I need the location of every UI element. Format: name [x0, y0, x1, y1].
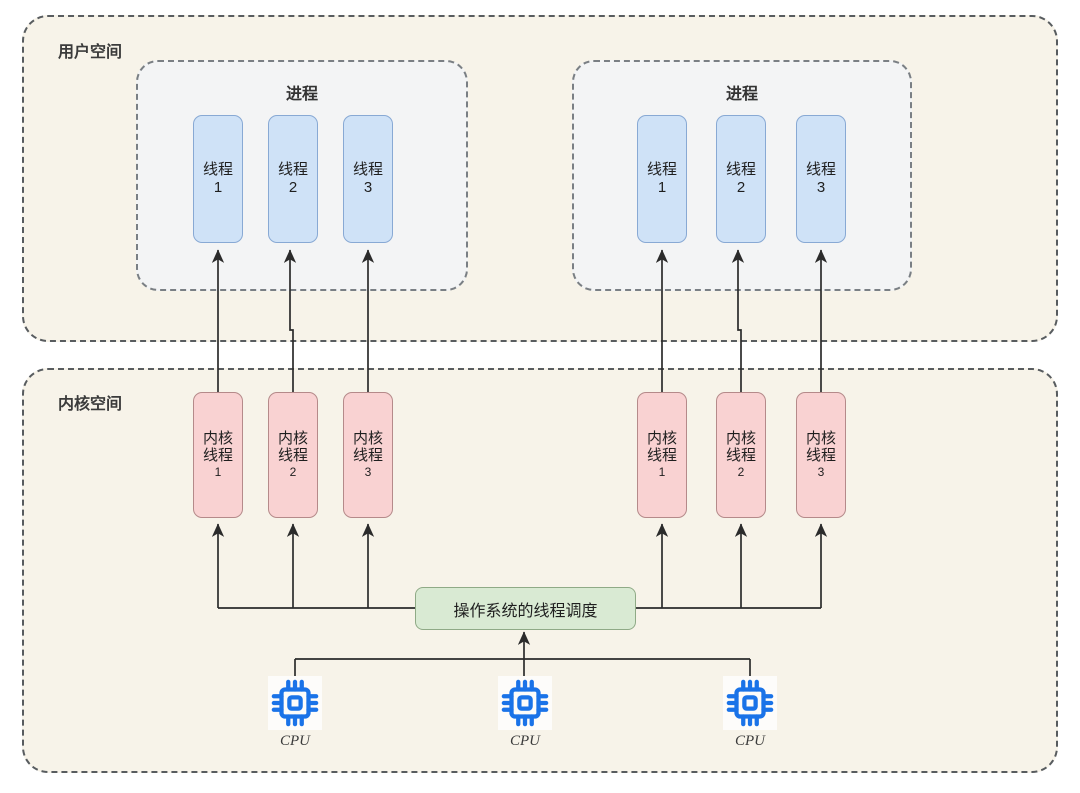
thread-box[interactable]: 线程 1	[193, 115, 243, 243]
kernel-thread-line1: 内核	[277, 429, 308, 447]
kernel-thread-line2: 线程	[725, 446, 756, 464]
scheduler-box[interactable]: 操作系统的线程调度	[415, 587, 636, 630]
thread-number: 1	[657, 179, 667, 196]
thread-number: 3	[816, 179, 826, 196]
kernel-thread-number: 1	[214, 464, 222, 479]
kernel-thread-box[interactable]: 内核 线程 1	[637, 392, 687, 518]
kernel-thread-box[interactable]: 内核 线程 2	[268, 392, 318, 518]
cpu-chip-icon	[498, 676, 552, 730]
thread-number: 2	[288, 179, 298, 196]
thread-name: 线程	[277, 161, 308, 179]
thread-name: 线程	[646, 161, 677, 179]
kernel-thread-line1: 内核	[202, 429, 233, 447]
cpu-group[interactable]: CPU	[705, 676, 795, 750]
kernel-thread-line2: 线程	[202, 446, 233, 464]
cpu-group[interactable]: CPU	[250, 676, 340, 750]
process-title: 进程	[285, 86, 318, 103]
thread-box[interactable]: 线程 3	[343, 115, 393, 243]
kernel-thread-box[interactable]: 内核 线程 3	[343, 392, 393, 518]
scheduler-label: 操作系统的线程调度	[453, 602, 598, 620]
thread-box[interactable]: 线程 3	[796, 115, 846, 243]
thread-number: 2	[736, 179, 746, 196]
kernel-thread-box[interactable]: 内核 线程 1	[193, 392, 243, 518]
thread-name: 线程	[352, 161, 383, 179]
user-space-label: 用户空间	[58, 44, 123, 61]
kernel-thread-line1: 内核	[725, 429, 756, 447]
kernel-thread-number: 2	[289, 464, 297, 479]
kernel-thread-line1: 内核	[352, 429, 383, 447]
cpu-label: CPU	[510, 733, 540, 749]
kernel-thread-number: 2	[737, 464, 745, 479]
kernel-thread-line2: 线程	[646, 446, 677, 464]
thread-box[interactable]: 线程 2	[716, 115, 766, 243]
kernel-thread-number: 1	[658, 464, 666, 479]
thread-name: 线程	[805, 161, 836, 179]
cpu-group[interactable]: CPU	[480, 676, 570, 750]
thread-box[interactable]: 线程 1	[637, 115, 687, 243]
kernel-space-label: 内核空间	[58, 396, 123, 413]
thread-box[interactable]: 线程 2	[268, 115, 318, 243]
thread-name: 线程	[725, 161, 756, 179]
kernel-thread-line2: 线程	[805, 446, 836, 464]
cpu-label: CPU	[735, 733, 765, 749]
kernel-thread-line2: 线程	[352, 446, 383, 464]
kernel-thread-line1: 内核	[805, 429, 836, 447]
thread-name: 线程	[202, 161, 233, 179]
cpu-label: CPU	[280, 733, 310, 749]
kernel-thread-line1: 内核	[646, 429, 677, 447]
process-title: 进程	[725, 86, 758, 103]
kernel-thread-number: 3	[817, 464, 825, 479]
thread-number: 3	[363, 179, 373, 196]
kernel-thread-box[interactable]: 内核 线程 3	[796, 392, 846, 518]
kernel-thread-line2: 线程	[277, 446, 308, 464]
thread-number: 1	[213, 179, 223, 196]
kernel-thread-box[interactable]: 内核 线程 2	[716, 392, 766, 518]
cpu-chip-icon	[268, 676, 322, 730]
cpu-chip-icon	[723, 676, 777, 730]
kernel-thread-number: 3	[364, 464, 372, 479]
